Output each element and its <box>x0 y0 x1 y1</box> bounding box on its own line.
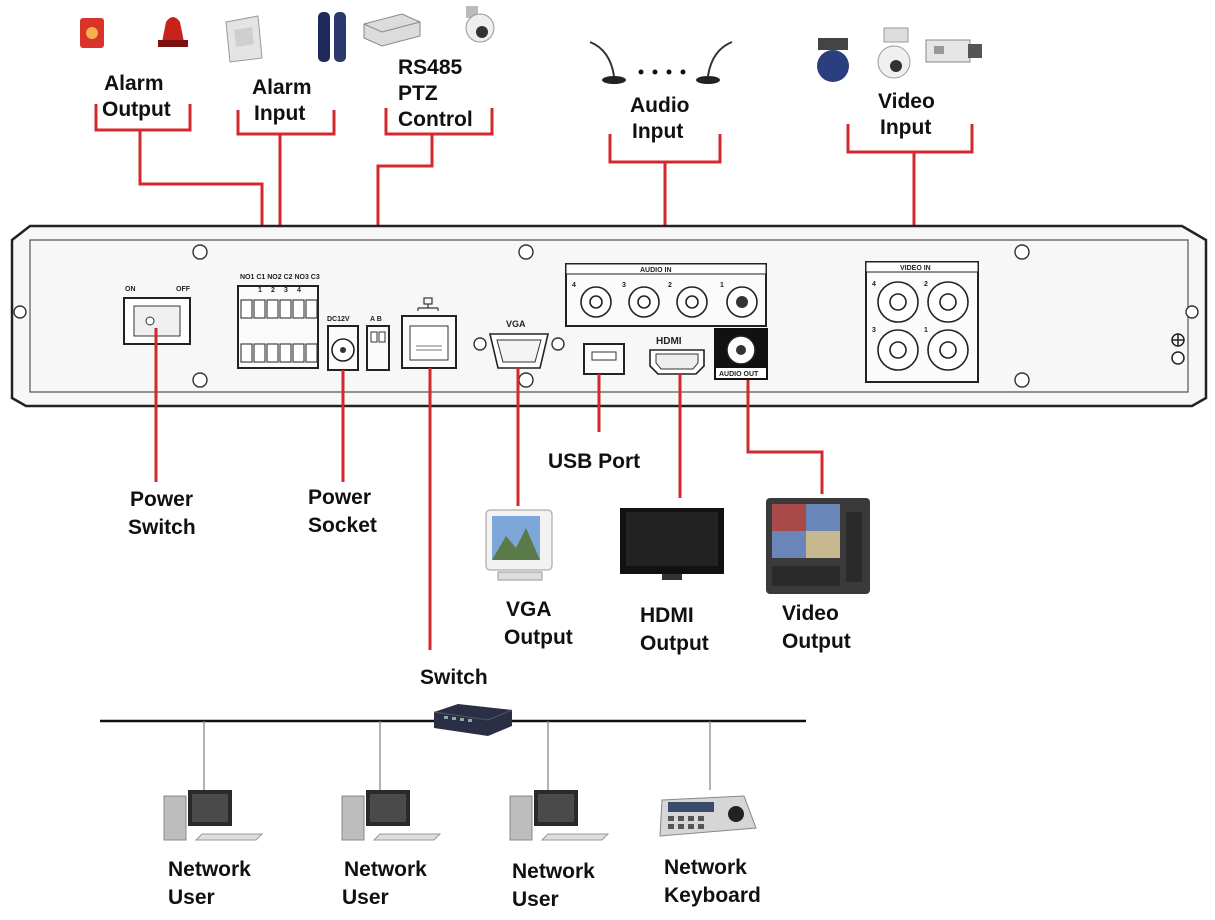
vga-output-label: VGA Output <box>504 598 573 649</box>
computer-icon <box>163 790 264 841</box>
svg-text:ON: ON <box>125 286 136 293</box>
network-user-label: Network User <box>342 858 433 909</box>
svg-text:OFF: OFF <box>176 286 191 293</box>
network-keyboard-icon <box>659 795 757 837</box>
microphone-icon <box>589 41 626 84</box>
svg-text:4: 4 <box>872 281 876 288</box>
svg-text:AUDIO IN: AUDIO IN <box>640 267 672 274</box>
alarm-siren-icon <box>80 18 104 48</box>
alarm-terminal-block: NO1 C1 NO2 C2 NO3 C3 1 2 3 4 <box>237 274 320 369</box>
vga-port: VGA <box>488 319 550 369</box>
rs485-ptz-control-label: RS485 PTZ Control <box>398 56 473 131</box>
crt-monitor-icon <box>766 498 870 594</box>
ptz-dome-camera-icon <box>465 6 495 43</box>
svg-text:AUDIO OUT: AUDIO OUT <box>719 371 759 378</box>
usb-port: ⭠ <box>583 342 625 375</box>
network-user-label: Network User <box>168 858 257 909</box>
svg-text:1: 1 <box>258 287 262 294</box>
hdmi-output-label: HDMI Output <box>640 604 709 655</box>
speed-dome-camera-icon <box>817 38 849 82</box>
usb-port-label: USB Port <box>548 450 640 473</box>
mounting-screws <box>13 244 1199 388</box>
power-switch-label: Power Switch <box>128 488 199 539</box>
microphone-icon <box>696 41 733 84</box>
svg-text:DC12V: DC12V <box>327 316 350 323</box>
beam-sensor-icon <box>318 12 346 62</box>
connector-lines-top <box>94 104 974 300</box>
audio-input-label: Audio Input <box>630 94 695 143</box>
alarm-beacon-icon <box>158 17 188 47</box>
svg-text:NO1 C1 NO2 C2 NO3 C3: NO1 C1 NO2 C2 NO3 C3 <box>240 274 320 281</box>
network-user-label: Network User <box>512 860 601 911</box>
svg-text:2: 2 <box>271 287 275 294</box>
svg-text:1: 1 <box>720 282 724 289</box>
network-bus-line <box>100 719 806 794</box>
network-keyboard-label: Network Keyboard <box>664 856 761 907</box>
network-port <box>401 297 457 369</box>
hdmi-port: HDMI <box>649 336 705 375</box>
svg-text:VGA: VGA <box>506 319 526 329</box>
video-output-label: Video Output <box>782 602 851 653</box>
computer-icon <box>509 790 610 841</box>
computer-icon <box>341 790 442 841</box>
svg-text:1: 1 <box>924 327 928 334</box>
video-input-label: Video Input <box>878 90 941 139</box>
network-switch-icon <box>433 704 513 736</box>
svg-text:3: 3 <box>284 287 288 294</box>
audio-out-port: AUDIO OUT <box>714 328 768 380</box>
svg-text:A B: A B <box>370 316 382 323</box>
ptz-camera-icon <box>877 27 911 79</box>
box-camera-icon <box>925 39 982 63</box>
connector-lines-bottom <box>154 328 824 650</box>
svg-text:2: 2 <box>668 282 672 289</box>
network-icon <box>417 297 439 311</box>
audio-in-panel: AUDIO IN 4 3 2 1 <box>565 263 767 327</box>
pir-sensor-icon <box>225 15 263 63</box>
power-socket-port: DC12V <box>327 316 359 371</box>
video-in-panel: VIDEO IN 4 2 3 1 <box>865 261 979 383</box>
svg-text:4: 4 <box>572 282 576 289</box>
power-socket-label: Power Socket <box>308 486 377 537</box>
svg-text:3: 3 <box>872 327 876 334</box>
alarm-input-label: Alarm Input <box>252 76 317 125</box>
svg-text:3: 3 <box>622 282 626 289</box>
svg-text:HDMI: HDMI <box>656 336 682 347</box>
switch-label: Switch <box>420 666 488 689</box>
svg-text:4: 4 <box>297 287 301 294</box>
ground-icon <box>1171 333 1185 365</box>
vga-monitor-icon <box>485 509 553 581</box>
rs485-terminal-port: A B <box>366 316 390 371</box>
svg-text:VIDEO IN: VIDEO IN <box>900 265 931 272</box>
hdmi-tv-icon <box>620 508 724 580</box>
ptz-decoder-icon <box>363 13 421 47</box>
svg-text:2: 2 <box>924 281 928 288</box>
ellipsis-icon <box>638 69 686 75</box>
alarm-output-label: Alarm Output <box>102 72 171 121</box>
